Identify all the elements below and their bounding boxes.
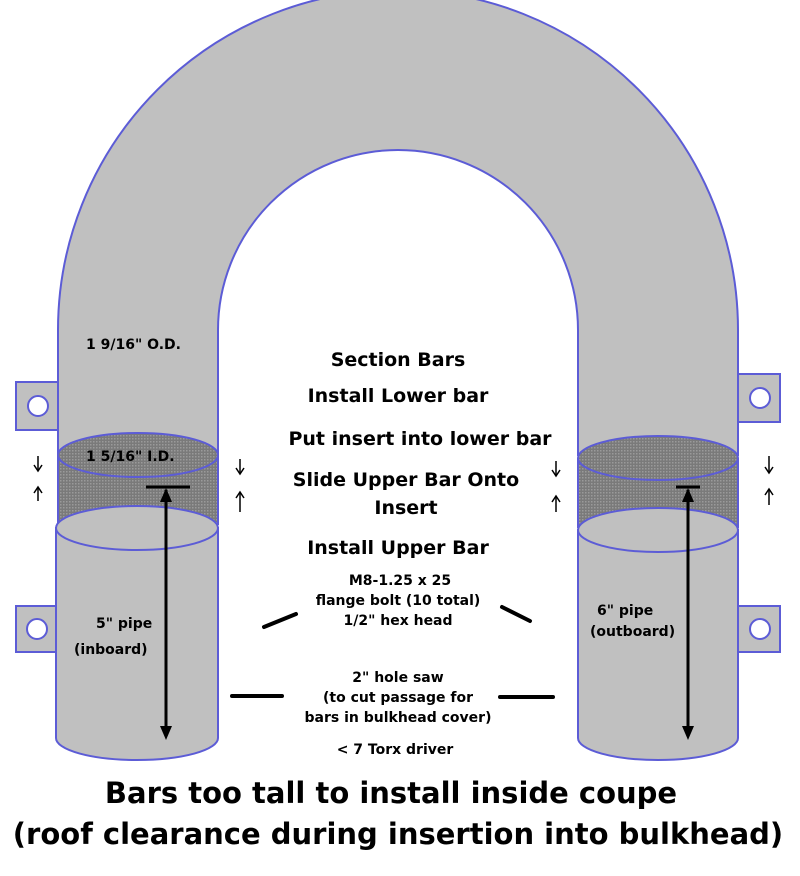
pipe-right-size: 6" pipe (597, 603, 653, 619)
up-arrow-icon (33, 485, 43, 501)
step-put-insert: Put insert into lower bar (288, 428, 552, 450)
bolt-spec: M8-1.25 x 25 (349, 573, 451, 589)
up-arrow-icon (764, 487, 774, 505)
hole-saw-size: 2" hole saw (352, 670, 443, 686)
down-arrow-icon (235, 459, 245, 476)
right-lower-mount-tab (737, 605, 781, 653)
hole-saw-purpose-cont: bars in bulkhead cover) (305, 710, 492, 726)
left-upper-mount-tab (15, 381, 59, 431)
bolt-head: 1/2" hex head (343, 613, 452, 629)
up-arrow-icon (235, 490, 245, 512)
right-height-arrow (676, 485, 700, 740)
right-lower-pipe (577, 507, 739, 761)
pipe-left-position: (inboard) (74, 642, 148, 658)
inner-diameter-label: 1 5/16" I.D. (86, 449, 175, 465)
step-install-upper-bar: Install Upper Bar (307, 537, 489, 559)
up-arrow-icon (551, 494, 561, 512)
insertion-arrows (33, 456, 774, 512)
step-install-lower-bar: Install Lower bar (308, 385, 489, 407)
upper-bar (57, 0, 739, 456)
caption-line-2: (roof clearance during insertion into bu… (13, 817, 783, 851)
step-slide-upper-bar: Slide Upper Bar Onto (293, 469, 519, 491)
bolt-description: flange bolt (10 total) (316, 593, 481, 609)
step-slide-upper-bar-cont: Insert (374, 497, 437, 519)
tool-dashes (230, 605, 555, 699)
pipe-right-position: (outboard) (590, 624, 675, 640)
caption-line-1: Bars too tall to install inside coupe (105, 776, 677, 810)
left-lower-mount-tab (15, 605, 57, 653)
step-section-bars: Section Bars (331, 349, 466, 371)
right-upper-mount-tab (737, 373, 781, 423)
down-arrow-icon (764, 456, 774, 475)
left-lower-pipe (55, 505, 219, 761)
hole-saw-purpose: (to cut passage for (323, 690, 473, 706)
left-height-arrow (146, 485, 190, 740)
down-arrow-icon (551, 461, 561, 478)
torx-driver-note: < 7 Torx driver (337, 742, 454, 758)
pipe-left-size: 5" pipe (96, 616, 152, 632)
down-arrow-icon (33, 456, 43, 473)
outer-diameter-label: 1 9/16" O.D. (86, 337, 181, 353)
